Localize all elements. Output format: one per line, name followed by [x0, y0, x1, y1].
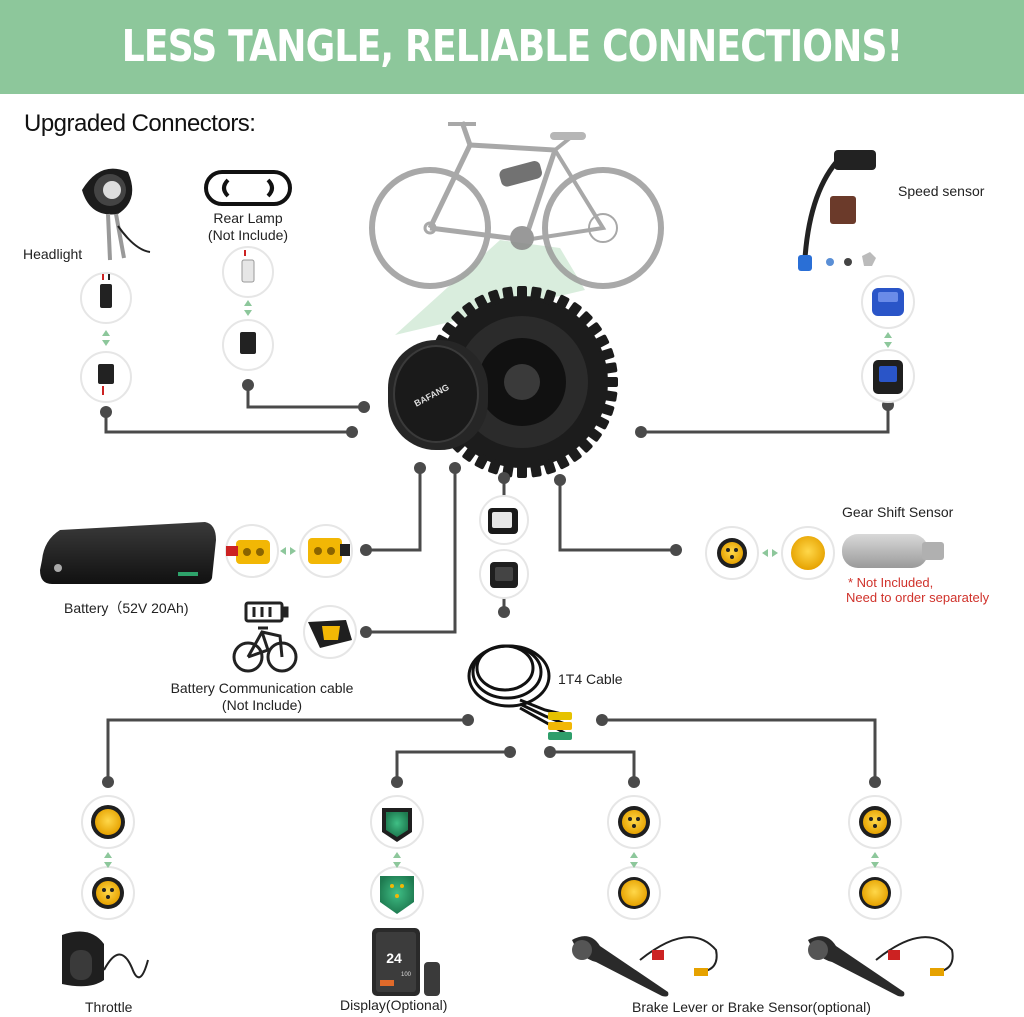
chainring-tooth	[451, 311, 467, 327]
label-display: Display(Optional)	[340, 997, 448, 1013]
label-throttle: Throttle	[85, 999, 133, 1015]
battery-connector-female-icon	[225, 524, 279, 578]
wiring-lines	[104, 385, 890, 782]
brake-lever-icon-1	[572, 936, 718, 997]
bicycle-illustration	[369, 121, 664, 289]
chainring-tooth	[530, 462, 542, 478]
1t4-cable-plugs-icon	[548, 712, 572, 740]
mid-drive-motor: BAFANG	[388, 286, 618, 478]
chainring-tooth	[555, 453, 570, 470]
motor-main-connector-male-icon	[479, 495, 529, 545]
title-banner	[0, 0, 1024, 94]
gear-shift-note: * Not Included, Need to order separately	[846, 575, 989, 605]
motor-main-connector-female-icon	[479, 549, 529, 599]
chainring-tooth	[462, 446, 478, 462]
chainring-tooth	[577, 437, 593, 453]
brake-connector-male-icon-2	[848, 866, 902, 920]
battery-connector-male-icon	[299, 524, 353, 578]
chainring-tooth	[566, 446, 582, 462]
chainring-tooth	[442, 322, 458, 338]
chainring-tooth	[488, 458, 501, 475]
battery-icon	[40, 522, 216, 584]
throttle-icon	[62, 931, 149, 987]
label-headlight: Headlight	[23, 246, 83, 262]
label-battery-communication-note: (Not Include)	[221, 697, 303, 713]
rear-lamp-connector-male-icon	[222, 246, 274, 298]
gear-note-line-2: Need to order separately	[846, 590, 990, 605]
chainring-tooth	[474, 453, 489, 470]
headlight-connector-female-icon	[80, 351, 132, 403]
banner-title: LESS TANGLE, RELIABLE CONNECTIONS!	[121, 21, 903, 72]
speed-sensor-icon	[798, 150, 876, 271]
headlight-connector-male-icon	[80, 272, 132, 324]
chainring-tooth	[577, 311, 593, 327]
gear-shift-sensor-icon	[842, 534, 944, 568]
display-connector-female-icon	[370, 795, 424, 849]
battery-communication-icon	[232, 601, 298, 673]
chainring-tooth	[530, 286, 542, 302]
label-gear-shift-sensor: Gear Shift Sensor	[842, 504, 954, 520]
chainring-tooth	[604, 377, 618, 387]
brake-connector-male-icon-1	[607, 866, 661, 920]
speed-sensor-connector-male-icon	[861, 275, 915, 329]
gear-note-line-1: * Not Included,	[848, 575, 934, 590]
battery-communication-connector-icon	[303, 605, 357, 659]
rear-lamp-icon	[204, 170, 292, 206]
display-subvalue: 100	[401, 972, 412, 978]
gear-shift-connector-male-icon	[781, 526, 835, 580]
throttle-connector-male-icon	[81, 866, 135, 920]
throttle-connector-female-icon	[81, 795, 135, 849]
label-brake: Brake Lever or Brake Sensor(optional)	[632, 999, 871, 1015]
label-battery-communication: Battery Communication cable	[170, 680, 354, 696]
section-heading: Upgraded Connectors:	[24, 110, 256, 137]
label-rear-lamp: Rear Lamp	[213, 210, 283, 226]
beam-highlight	[395, 240, 585, 335]
chainring-tooth	[502, 286, 514, 302]
label-battery: Battery（52V 20Ah)	[64, 600, 189, 616]
brake-connector-female-icon-1	[607, 795, 661, 849]
chainring-tooth	[602, 362, 618, 374]
display-device-icon: 24 100	[372, 928, 440, 996]
chainring-tooth	[586, 322, 602, 338]
connection-arrows	[102, 300, 892, 868]
label-rear-lamp-note: (Not Include)	[207, 227, 289, 243]
chainring-tooth	[598, 348, 615, 361]
chainring-tooth	[543, 289, 556, 306]
chainring-tooth	[598, 403, 615, 416]
chainring-tooth	[462, 302, 478, 318]
chainring-tooth	[474, 294, 489, 311]
headlight-icon	[82, 168, 151, 261]
brake-lever-icon-2	[808, 936, 954, 997]
speed-sensor-connector-female-icon	[861, 349, 915, 403]
chainring-tooth	[543, 458, 556, 475]
display-connector-male-icon	[370, 866, 424, 920]
rear-lamp-connector-female-icon	[222, 319, 274, 371]
chainring-tooth	[593, 334, 610, 349]
chainring-tooth	[488, 289, 501, 306]
label-speed-sensor: Speed sensor	[898, 183, 985, 199]
1t4-cable-icon	[467, 644, 571, 738]
gear-shift-connector-female-icon	[705, 526, 759, 580]
chainring-tooth	[517, 464, 527, 478]
display-speed: 24	[386, 950, 402, 966]
chainring-tooth	[555, 294, 570, 311]
chainring-tooth	[602, 390, 618, 402]
chainring-tooth	[593, 415, 610, 430]
connection-dots	[100, 379, 894, 788]
chainring-tooth	[566, 302, 582, 318]
brake-connector-female-icon-2	[848, 795, 902, 849]
label-1t4-cable: 1T4 Cable	[558, 671, 623, 687]
chainring-tooth	[517, 286, 527, 300]
chainring-tooth	[586, 426, 602, 442]
